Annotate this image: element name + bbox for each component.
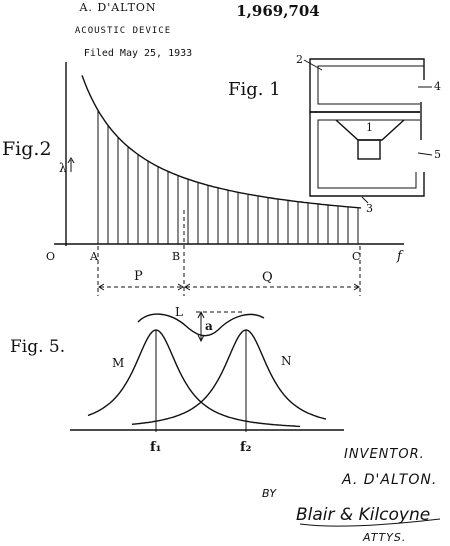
fig2-label-a: A — [89, 250, 99, 263]
header-inventor-name: A. D'ALTON — [78, 1, 156, 14]
fig5-label-l: L — [175, 305, 183, 319]
fig1-upper-inner-wall — [317, 65, 424, 105]
header-patent-number: 1,969,704 — [236, 2, 320, 20]
fig1-lower-inner-wall — [317, 119, 420, 189]
fig2-hatching — [97, 110, 359, 244]
fig2-label-b: B — [172, 250, 180, 263]
fig5-curve-n — [131, 329, 327, 425]
fig5-label: Fig. 5. — [10, 337, 65, 357]
fig1-diagram: Fig. 1 2 1 4 5 3 — [228, 53, 441, 215]
by-label: BY — [262, 487, 277, 500]
fig2-label-c: C — [352, 250, 360, 263]
fig5-label-n: N — [281, 354, 292, 368]
fig2-label-p: P — [134, 269, 143, 284]
fig5-label-a: a — [205, 319, 213, 333]
inventor-name-handwritten: A. D'ALTON. — [341, 472, 437, 488]
signature-underline — [299, 518, 441, 527]
fig1-callout-2: 2 — [296, 53, 303, 66]
fig2-label: Fig.2 — [2, 138, 52, 160]
header-filed-date: Filed May 25, 1933 — [84, 48, 192, 59]
fig2-label-q: Q — [262, 270, 273, 285]
fig1-callout-1: 1 — [366, 121, 373, 134]
fig5-label-f1: f₁ — [150, 440, 161, 455]
fig1-callout-5: 5 — [434, 148, 441, 161]
fig5-label-m: M — [112, 356, 124, 370]
fig2-curve — [81, 75, 362, 209]
attorney-signature: Blair & Kilcoyne — [296, 505, 430, 525]
fig5-curve-l — [137, 313, 265, 337]
fig1-label: Fig. 1 — [228, 79, 281, 100]
fig1-lower-outer-wall — [309, 111, 425, 197]
signature-block: INVENTOR. A. D'ALTON. BY Blair & Kilcoyn… — [262, 447, 441, 544]
fig1-callout-3: 3 — [366, 202, 373, 215]
fig2-lambda-symbol: λ — [59, 161, 67, 175]
fig5-label-f2: f₂ — [240, 440, 251, 455]
fig2-diagram: Fig.2 λ O A B C f P Q — [2, 62, 404, 296]
attys-label: ATTYS. — [362, 531, 406, 544]
inventor-role: INVENTOR. — [344, 447, 425, 462]
fig2-label-origin: O — [46, 250, 55, 263]
fig1-callout-4: 4 — [434, 80, 441, 93]
fig2-label-f: f — [396, 249, 404, 264]
fig1-speaker-magnet — [357, 139, 381, 160]
header-title: ACOUSTIC DEVICE — [75, 26, 171, 36]
fig5-curve-m — [87, 329, 301, 428]
fig5-diagram: Fig. 5. a L M N f₁ f₂ — [10, 305, 344, 455]
